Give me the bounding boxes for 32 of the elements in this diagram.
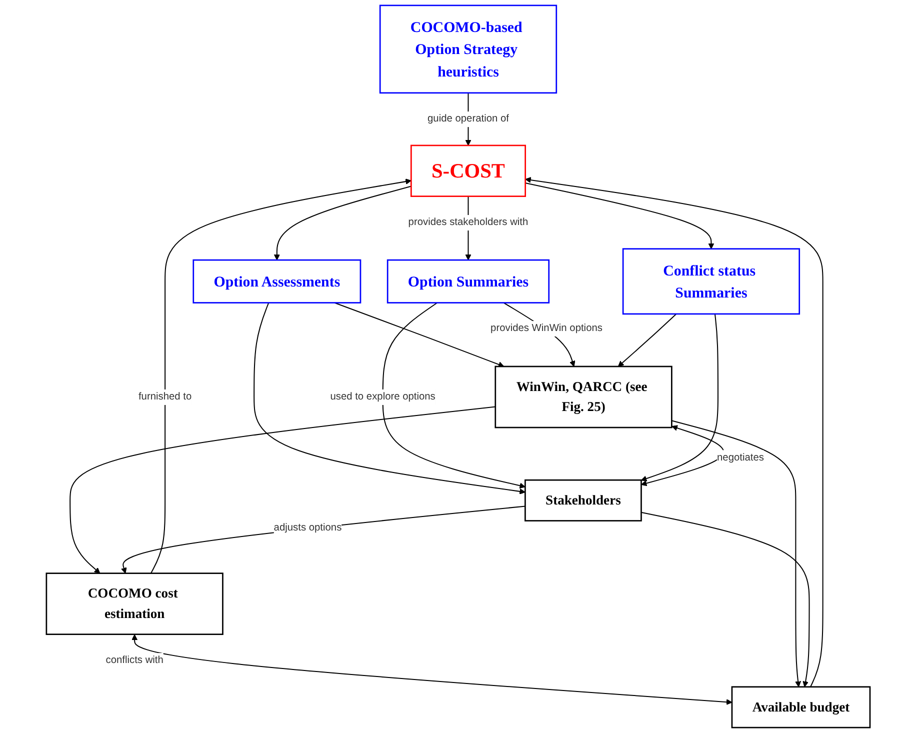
arrow	[641, 425, 724, 486]
node-box: Conflict status Summaries	[622, 248, 800, 315]
node-box: COCOMO-based Option Strategy heuristics	[380, 4, 558, 94]
arrow	[334, 302, 504, 368]
arrow	[526, 182, 714, 250]
arrow	[132, 634, 733, 705]
node-box: Available budget	[732, 686, 871, 728]
node-box: WinWin, QARCC (see Fig. 25)	[495, 366, 673, 428]
node-box: Option Assessments	[192, 259, 362, 304]
arrow	[274, 186, 412, 260]
arrow	[618, 314, 677, 367]
arrow	[672, 420, 802, 688]
node-box: Option Summaries	[387, 259, 550, 304]
edge-label: conflicts with	[106, 654, 164, 666]
edge-label: negotiates	[717, 451, 764, 463]
node-box: S-COST	[410, 144, 526, 197]
arrow	[525, 177, 824, 688]
edge-label: guide operation of	[428, 112, 510, 124]
node-box: Stakeholders	[524, 479, 642, 522]
node-box: COCOMO cost estimation	[46, 572, 224, 635]
edge-label: adjusts options	[274, 522, 342, 534]
arrow	[641, 512, 810, 688]
edge-label: used to explore options	[330, 390, 436, 402]
arrow	[150, 178, 412, 574]
edge-label: provides stakeholders with	[408, 216, 528, 228]
arrow	[382, 302, 526, 489]
arrow	[70, 406, 496, 574]
arrow	[121, 506, 526, 574]
edge-label: provides WinWin options	[490, 322, 603, 334]
edge-label: furnished to	[138, 390, 192, 402]
arrow	[641, 314, 719, 482]
arrow	[254, 302, 526, 494]
